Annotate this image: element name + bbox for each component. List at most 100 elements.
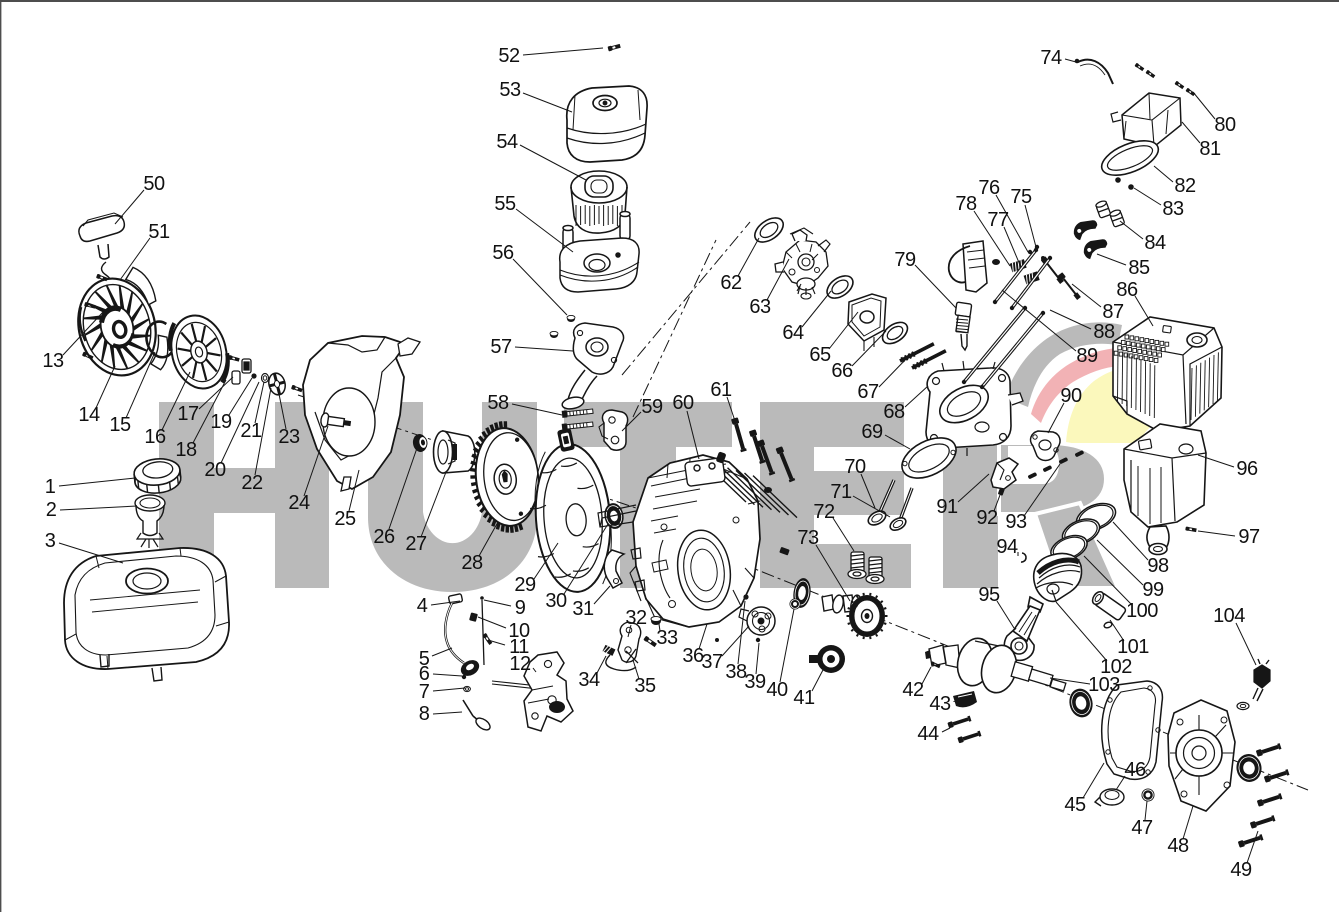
svg-text:82: 82	[1174, 175, 1196, 197]
svg-text:57: 57	[490, 336, 512, 358]
svg-text:59: 59	[641, 396, 663, 418]
svg-text:50: 50	[143, 173, 165, 195]
svg-text:95: 95	[978, 584, 1000, 606]
svg-text:35: 35	[634, 675, 656, 697]
svg-text:28: 28	[461, 552, 483, 574]
svg-text:92: 92	[976, 507, 998, 529]
svg-text:101: 101	[1117, 636, 1149, 658]
svg-text:61: 61	[710, 379, 732, 401]
svg-text:100: 100	[1126, 600, 1158, 622]
svg-text:66: 66	[831, 360, 853, 382]
svg-text:9: 9	[515, 597, 526, 619]
svg-text:3: 3	[45, 530, 56, 552]
svg-text:33: 33	[656, 627, 678, 649]
svg-text:60: 60	[672, 392, 694, 414]
svg-text:30: 30	[545, 590, 567, 612]
svg-text:12: 12	[509, 653, 531, 675]
svg-text:78: 78	[955, 193, 977, 215]
svg-text:55: 55	[494, 193, 516, 215]
svg-text:41: 41	[793, 687, 815, 709]
svg-text:84: 84	[1144, 232, 1166, 254]
svg-text:86: 86	[1116, 279, 1138, 301]
svg-text:54: 54	[496, 131, 518, 153]
svg-text:103: 103	[1088, 674, 1120, 696]
svg-text:47: 47	[1131, 817, 1153, 839]
svg-text:17: 17	[177, 403, 199, 425]
svg-text:15: 15	[109, 414, 131, 436]
svg-text:88: 88	[1093, 321, 1115, 343]
svg-text:76: 76	[978, 177, 1000, 199]
svg-text:68: 68	[883, 401, 905, 423]
svg-text:99: 99	[1142, 579, 1164, 601]
svg-text:58: 58	[487, 392, 509, 414]
svg-text:79: 79	[894, 249, 916, 271]
svg-text:51: 51	[148, 221, 170, 243]
svg-text:53: 53	[499, 79, 521, 101]
svg-text:8: 8	[419, 703, 430, 725]
svg-text:70: 70	[844, 456, 866, 478]
svg-text:32: 32	[625, 607, 647, 629]
svg-text:2: 2	[46, 499, 57, 521]
svg-text:64: 64	[782, 322, 804, 344]
svg-text:77: 77	[987, 209, 1009, 231]
svg-text:63: 63	[749, 296, 771, 318]
svg-text:73: 73	[797, 527, 819, 549]
svg-text:96: 96	[1236, 458, 1258, 480]
svg-text:62: 62	[720, 272, 742, 294]
svg-text:104: 104	[1213, 605, 1245, 627]
svg-text:97: 97	[1238, 526, 1260, 548]
svg-text:4: 4	[417, 595, 428, 617]
svg-text:49: 49	[1230, 859, 1252, 881]
svg-text:89: 89	[1076, 345, 1098, 367]
svg-text:24: 24	[288, 492, 310, 514]
svg-text:31: 31	[572, 598, 594, 620]
svg-text:93: 93	[1005, 511, 1027, 533]
svg-text:34: 34	[578, 669, 600, 691]
svg-text:5: 5	[419, 648, 430, 670]
svg-text:18: 18	[175, 439, 197, 461]
svg-text:1: 1	[45, 476, 56, 498]
svg-text:19: 19	[210, 411, 232, 433]
svg-text:39: 39	[744, 671, 766, 693]
svg-text:20: 20	[204, 459, 226, 481]
svg-text:44: 44	[917, 723, 939, 745]
svg-text:42: 42	[902, 679, 924, 701]
svg-text:81: 81	[1199, 138, 1221, 160]
svg-text:45: 45	[1064, 794, 1086, 816]
svg-text:83: 83	[1162, 198, 1184, 220]
svg-text:46: 46	[1124, 759, 1146, 781]
svg-text:7: 7	[419, 681, 430, 703]
svg-text:85: 85	[1128, 257, 1150, 279]
svg-text:90: 90	[1060, 385, 1082, 407]
svg-text:56: 56	[492, 242, 514, 264]
svg-text:27: 27	[405, 533, 427, 555]
svg-text:36: 36	[682, 645, 704, 667]
svg-text:94: 94	[996, 536, 1018, 558]
svg-text:87: 87	[1102, 301, 1124, 323]
svg-text:22: 22	[241, 472, 263, 494]
svg-text:71: 71	[830, 481, 852, 503]
svg-text:98: 98	[1147, 555, 1169, 577]
svg-text:16: 16	[144, 426, 166, 448]
svg-text:74: 74	[1040, 47, 1062, 69]
svg-text:23: 23	[278, 426, 300, 448]
svg-text:72: 72	[813, 501, 835, 523]
svg-text:91: 91	[936, 496, 958, 518]
svg-text:25: 25	[334, 508, 356, 530]
svg-text:52: 52	[498, 45, 520, 67]
svg-text:14: 14	[78, 404, 100, 426]
svg-text:38: 38	[725, 661, 747, 683]
svg-text:67: 67	[857, 381, 879, 403]
svg-text:40: 40	[766, 679, 788, 701]
svg-text:43: 43	[929, 693, 951, 715]
svg-text:102: 102	[1100, 656, 1132, 678]
svg-text:10: 10	[508, 620, 530, 642]
svg-text:69: 69	[861, 421, 883, 443]
svg-text:80: 80	[1214, 114, 1236, 136]
svg-text:48: 48	[1167, 835, 1189, 857]
svg-text:21: 21	[240, 420, 262, 442]
svg-text:26: 26	[373, 526, 395, 548]
svg-text:6: 6	[419, 663, 430, 685]
svg-text:65: 65	[809, 344, 831, 366]
svg-text:37: 37	[701, 651, 723, 673]
